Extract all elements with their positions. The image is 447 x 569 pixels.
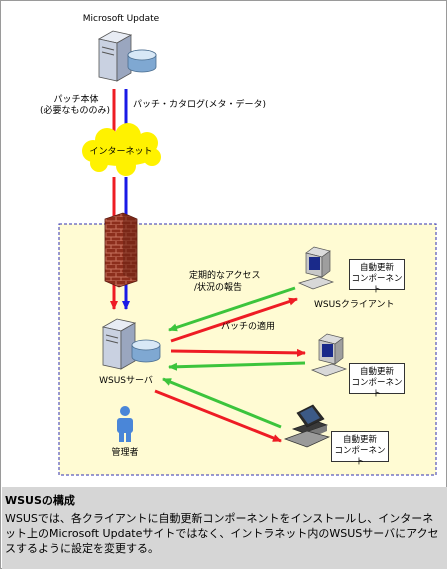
auto-update-box-3: 自動更新 コンポーネント (331, 431, 389, 467)
caption-title: WSUSの構成 (5, 494, 75, 507)
wsus-diagram (58, 30, 437, 476)
wsus-client-label: WSUSクライアント (314, 300, 395, 310)
caption-body: WSUSでは、各クライアントに自動更新コンポーネントをインストールし、インターネ… (5, 512, 439, 555)
auto-update-box-1-line1: 自動更新 (359, 263, 394, 273)
admin-person-icon (117, 406, 133, 442)
arrow-patch-client1 (170, 297, 298, 343)
status-report-label: /状況の報告 (194, 283, 243, 293)
arrow-access-laptop (162, 377, 282, 429)
auto-update-box-3-line1: 自動更新 (342, 435, 377, 445)
arrow-access-client1 (168, 286, 296, 332)
wsus-server-icon (101, 318, 161, 370)
auto-update-box-2: 自動更新 コンポーネント (349, 363, 405, 399)
auto-update-box-2-line1: 自動更新 (359, 367, 394, 377)
wsus-server-label: WSUSサーバ (99, 376, 153, 386)
auto-update-box-1: 自動更新 コンポーネント (349, 259, 405, 295)
caption-panel: WSUSの構成 WSUSでは、各クライアントに自動更新コンポーネントをインストー… (2, 487, 447, 569)
patch-apply-label: パッチの適用 (221, 322, 276, 332)
admin-label: 管理者 (111, 448, 139, 458)
arrow-patch-laptop (154, 389, 282, 443)
patch-body-label: パッチ本体 (53, 95, 99, 105)
client-laptop-icon (283, 404, 331, 448)
patch-body-sublabel: (必要なもののみ) (39, 106, 111, 116)
auto-update-box-1-line2: コンポーネント (351, 274, 403, 295)
microsoft-update-server-icon (97, 30, 157, 82)
periodic-access-label: 定期的なアクセス (189, 271, 261, 281)
arrow-patch-client2 (170, 348, 306, 357)
patch-catalog-label: パッチ・カタログ(メタ・データ) (133, 100, 267, 110)
client-desktop-icon-1 (297, 246, 335, 290)
firewall-icon (104, 212, 138, 288)
internet-label: インターネット (89, 147, 153, 157)
auto-update-box-2-line2: コンポーネント (351, 378, 403, 399)
microsoft-update-label: Microsoft Update (82, 14, 160, 24)
client-desktop-icon-2 (310, 333, 348, 377)
internet-cloud-icon (82, 123, 161, 176)
auto-update-box-3-line2: コンポーネント (334, 446, 386, 467)
arrow-access-client2 (168, 361, 306, 371)
